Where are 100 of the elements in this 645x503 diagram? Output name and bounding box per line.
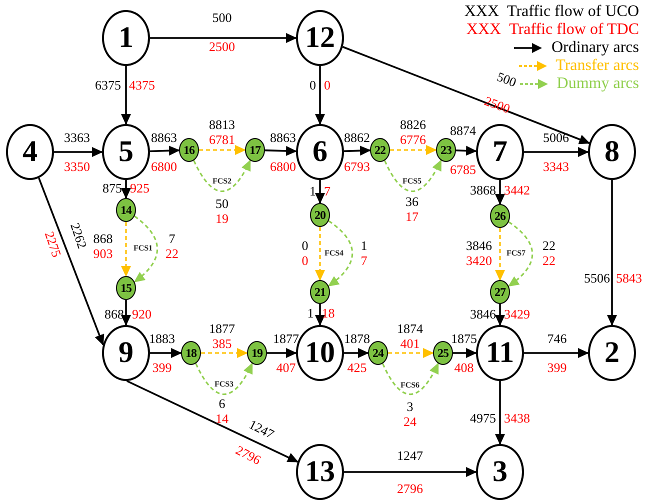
node-number: 14: [120, 204, 132, 216]
arrow: [315, 227, 325, 281]
edge-label: 1874 401: [397, 321, 423, 351]
edge-label: 3846 3420: [466, 238, 492, 268]
arrow: [344, 467, 477, 477]
arrow: [267, 348, 297, 358]
edge-label: 6 14: [216, 396, 228, 426]
legend-text: Transfer arcs: [556, 57, 639, 75]
node-number: 23: [440, 144, 452, 156]
legend-text: Ordinary arcs: [551, 39, 639, 57]
edge-label: 3868 3442: [470, 182, 530, 198]
node-circle: [102, 10, 150, 66]
edge-label: 4975 3438: [470, 410, 530, 426]
transfer-node-circle: [310, 280, 330, 304]
arrow: [201, 348, 248, 358]
arrow: [607, 180, 617, 326]
edge-label: 3363 3350: [64, 130, 90, 174]
node-circle: [102, 325, 150, 381]
legend-key: XXX: [464, 3, 499, 21]
edge-label: 1 7: [360, 238, 368, 268]
arrow: [150, 348, 182, 358]
node-number: 25: [438, 347, 448, 359]
node-number: 6: [312, 137, 328, 167]
arrow: [456, 146, 477, 156]
arc-label: FCS6: [400, 380, 420, 390]
arrow: [342, 46, 590, 144]
edge-label: 1883 399: [149, 331, 175, 375]
edge-label: 1877 385: [209, 321, 235, 351]
edge-label: 50 19: [216, 196, 228, 226]
arrow: [150, 146, 180, 156]
edge-label: 1 18: [307, 306, 335, 320]
arrow: [121, 222, 131, 277]
edge-label: 1247 2796: [397, 448, 423, 496]
node-circle: [476, 444, 524, 500]
node-number: 12: [305, 23, 335, 53]
arrow: [315, 304, 325, 326]
edge-label: 7 22: [166, 231, 178, 261]
arrow: [495, 381, 505, 445]
node-number: 27: [494, 286, 506, 298]
edge-label: 1878 425: [344, 331, 370, 375]
transfer-node-circle: [181, 341, 201, 365]
arrow: [264, 146, 297, 156]
arrow: [524, 147, 589, 157]
edge-label: 3846 3429: [470, 306, 530, 322]
node-number: 7: [492, 137, 508, 167]
arrow: [126, 380, 299, 463]
transfer-node-circle: [116, 276, 136, 300]
node-number: 17: [250, 144, 260, 156]
arc-label: FCS2: [212, 176, 232, 186]
transfer-node-circle: [436, 138, 456, 162]
arrow: [54, 147, 103, 157]
curved-arrow: [508, 221, 534, 287]
edge-label: 5006 3343: [543, 130, 569, 174]
edge-label: 1247 2796: [233, 416, 277, 468]
arrow: [344, 348, 369, 358]
node-number: 18: [186, 347, 196, 359]
node-number: 26: [494, 210, 506, 222]
transfer-node-circle: [116, 198, 136, 222]
transfer-node-circle: [245, 138, 265, 162]
transfer-node-circle: [490, 204, 510, 228]
curved-arrow: [195, 362, 253, 395]
node-number: 19: [252, 347, 262, 359]
arrow: [495, 304, 505, 326]
transfer-node-circle: [490, 280, 510, 304]
legend-text: Traffic flow of UCO: [507, 3, 639, 21]
arc-label: FCS1: [133, 244, 153, 252]
edge-label: 36 17: [406, 194, 418, 224]
arc-label: FCS4: [324, 248, 344, 258]
edge-label: 1875 408: [451, 331, 477, 375]
node-number: 2: [604, 338, 620, 368]
legend-text: Dummy arcs: [556, 75, 639, 93]
curved-arrow: [382, 362, 439, 396]
arrow: [199, 145, 246, 155]
transfer-node-circle: [370, 138, 390, 162]
arc-label: FCS7: [506, 248, 526, 258]
arrow: [495, 228, 505, 281]
transfer-node-circle: [179, 138, 199, 162]
transfer-node-circle: [310, 203, 330, 227]
edge-label: 746 399: [547, 331, 567, 375]
edge-label: 22 22: [542, 238, 556, 268]
arc-label: FCS5: [402, 176, 422, 186]
arrow: [150, 33, 297, 43]
arrow: [524, 348, 589, 358]
transfer-node-circle: [433, 341, 453, 365]
node-circle: [296, 444, 344, 500]
edge-label: 0 0: [302, 238, 308, 268]
arrow: [495, 180, 505, 205]
transfer-node-circle: [368, 341, 388, 365]
node-number: 8: [604, 137, 620, 167]
curved-arrow: [134, 216, 158, 282]
edge-label: 5506 5843: [584, 270, 642, 286]
edge-label: 3 24: [404, 399, 416, 429]
node-number: 3: [492, 457, 508, 487]
node-number: 10: [305, 338, 335, 368]
node-number: 16: [184, 144, 194, 156]
arrow: [121, 66, 131, 125]
edge-label: 8813 6781: [209, 117, 235, 147]
edge-label: 500 2500: [482, 68, 520, 116]
node-number: 5: [118, 137, 134, 167]
edge-label: 875 925: [102, 180, 150, 196]
